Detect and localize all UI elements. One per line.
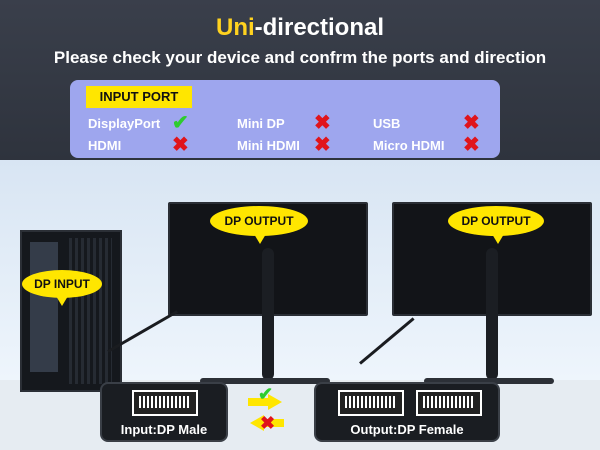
monitor-right-stand <box>486 248 498 380</box>
port-hdmi: HDMI <box>88 138 122 153</box>
output-connector-label: Output:DP Female <box>350 422 464 437</box>
input-connector-label: Input:DP Male <box>120 422 208 437</box>
pc-side-panel <box>30 242 58 372</box>
cross-icon: ✖ <box>260 413 276 433</box>
cross-icon: ✖ <box>172 134 189 156</box>
subtitle: Please check your device and confrm the … <box>53 48 547 67</box>
pc-tower <box>20 230 122 392</box>
title-accent: Uni <box>215 14 255 41</box>
input-port-tag: INPUT PORT <box>86 86 192 108</box>
monitor-right-base <box>424 378 554 384</box>
cross-icon: ✖ <box>463 112 480 134</box>
pc-vent-grill <box>66 238 112 384</box>
cross-icon: ✖ <box>463 134 480 156</box>
port-mini-dp: Mini DP <box>237 116 285 131</box>
dp-male-plug-icon <box>132 390 198 416</box>
input-port-panel: INPUT PORT DisplayPort ✔ Mini DP ✖ USB ✖… <box>70 80 500 158</box>
monitor-left-base <box>200 378 330 384</box>
input-connector-box: Input:DP Male <box>100 382 228 442</box>
check-icon: ✔ <box>172 112 189 134</box>
port-displayport: DisplayPort <box>88 116 161 131</box>
callout-dp-input: DP INPUT <box>22 270 102 306</box>
cross-icon: ✖ <box>314 134 331 156</box>
title-rest: -directional <box>254 14 385 41</box>
port-mini-hdmi: Mini HDMI <box>237 138 300 153</box>
callout-dp-output-right: DP OUTPUT <box>448 206 544 244</box>
callout-dp-output-left: DP OUTPUT <box>210 206 308 244</box>
monitor-left-stand <box>262 248 274 380</box>
port-usb: USB <box>373 116 401 131</box>
output-connector-box: Output:DP Female <box>314 382 500 442</box>
port-micro-hdmi: Micro HDMI <box>373 138 445 153</box>
cross-icon: ✖ <box>314 112 331 134</box>
dp-female-port-icon <box>416 390 482 416</box>
dp-female-port-icon <box>338 390 404 416</box>
page-title: Uni-directional <box>0 14 600 42</box>
check-icon: ✔ <box>258 384 274 404</box>
